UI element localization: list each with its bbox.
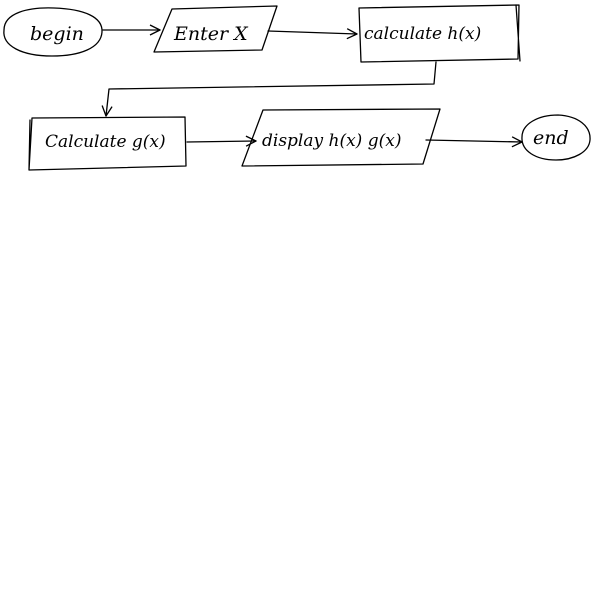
node-enter-x: Enter X: [153, 5, 278, 53]
node-calculate-g-label: Calculate g(x): [45, 132, 166, 152]
edge-display-to-end: [425, 136, 523, 148]
node-begin-ellipse: [3, 7, 103, 57]
node-end-label: end: [533, 127, 569, 149]
node-calculate-h-rectangle: [358, 4, 521, 63]
node-begin-label: begin: [30, 23, 84, 45]
edge-calculate-h-to-calculate-g: [101, 61, 437, 117]
node-calculate-h-label: calculate h(x): [364, 24, 481, 44]
node-begin: begin: [3, 7, 103, 57]
edge-enter-x-to-calculate-h: [267, 28, 358, 40]
node-end-ellipse: [521, 114, 591, 161]
node-enter-x-label: Enter X: [173, 23, 249, 45]
edge-calculate-g-to-display: [186, 135, 257, 147]
node-display-parallelogram: [241, 108, 441, 167]
node-enter-x-parallelogram: [153, 5, 278, 53]
node-display-label: display h(x) g(x): [262, 131, 401, 151]
node-end: end: [521, 114, 591, 161]
node-calculate-h: calculate h(x): [358, 4, 521, 63]
node-display: display h(x) g(x): [241, 108, 441, 167]
node-calculate-g-rectangle: [28, 116, 187, 171]
node-calculate-g: Calculate g(x): [28, 116, 187, 171]
